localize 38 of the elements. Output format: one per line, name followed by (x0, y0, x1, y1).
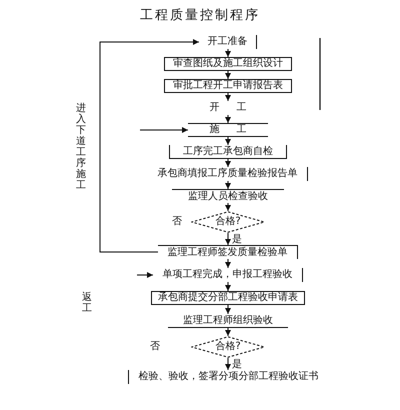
arrow (225, 92, 231, 102)
arrow (100, 39, 200, 252)
process-step: 工序完工承包商自检 (169, 145, 287, 159)
arrow (140, 127, 188, 133)
edge-label: 进入下道工序施工 (76, 103, 86, 191)
edge-label: 是 (232, 234, 242, 244)
process-step: 监理工程师组织验收 (168, 314, 288, 328)
process-step: 承包商提交分部工程验收申请表 (151, 291, 305, 305)
decision-diamond: 合格? (191, 211, 265, 233)
arrow (225, 114, 231, 124)
process-step: 监理工程师签发质量检验单 (158, 245, 298, 259)
arrow (225, 70, 231, 80)
arrow (225, 328, 231, 336)
process-step: 开工准备 (199, 35, 257, 49)
arrow (225, 180, 231, 190)
process-step: 审批工程开工申请报告表 (164, 79, 292, 93)
arrow (225, 358, 231, 370)
arrow (225, 48, 231, 58)
edge-label: 是 (232, 358, 242, 370)
arrow (225, 202, 231, 212)
process-step: 承包商填报工序质量检验报告单 (148, 167, 308, 181)
arrow (225, 282, 231, 292)
process-step: 施 工 (188, 123, 268, 137)
step-label: 开 工 (198, 101, 258, 115)
arrow (225, 232, 231, 246)
arrow (225, 304, 231, 314)
branch-label: 否 (172, 216, 182, 227)
decision-diamond: 合格? (191, 336, 265, 358)
diagram-title: 工程质量控制程序 (140, 8, 260, 24)
note-text: 返工 (82, 292, 92, 314)
arrow (225, 158, 231, 168)
arrow (225, 136, 231, 146)
arrow (136, 272, 154, 278)
arrow (225, 258, 231, 268)
process-step: 审查图纸及施工组织设计 (164, 57, 292, 71)
branch-label: 否 (150, 341, 160, 352)
process-step: 单项工程完成，申报工程验收 (153, 268, 303, 282)
process-step: 监理人员检查验收 (172, 189, 284, 203)
